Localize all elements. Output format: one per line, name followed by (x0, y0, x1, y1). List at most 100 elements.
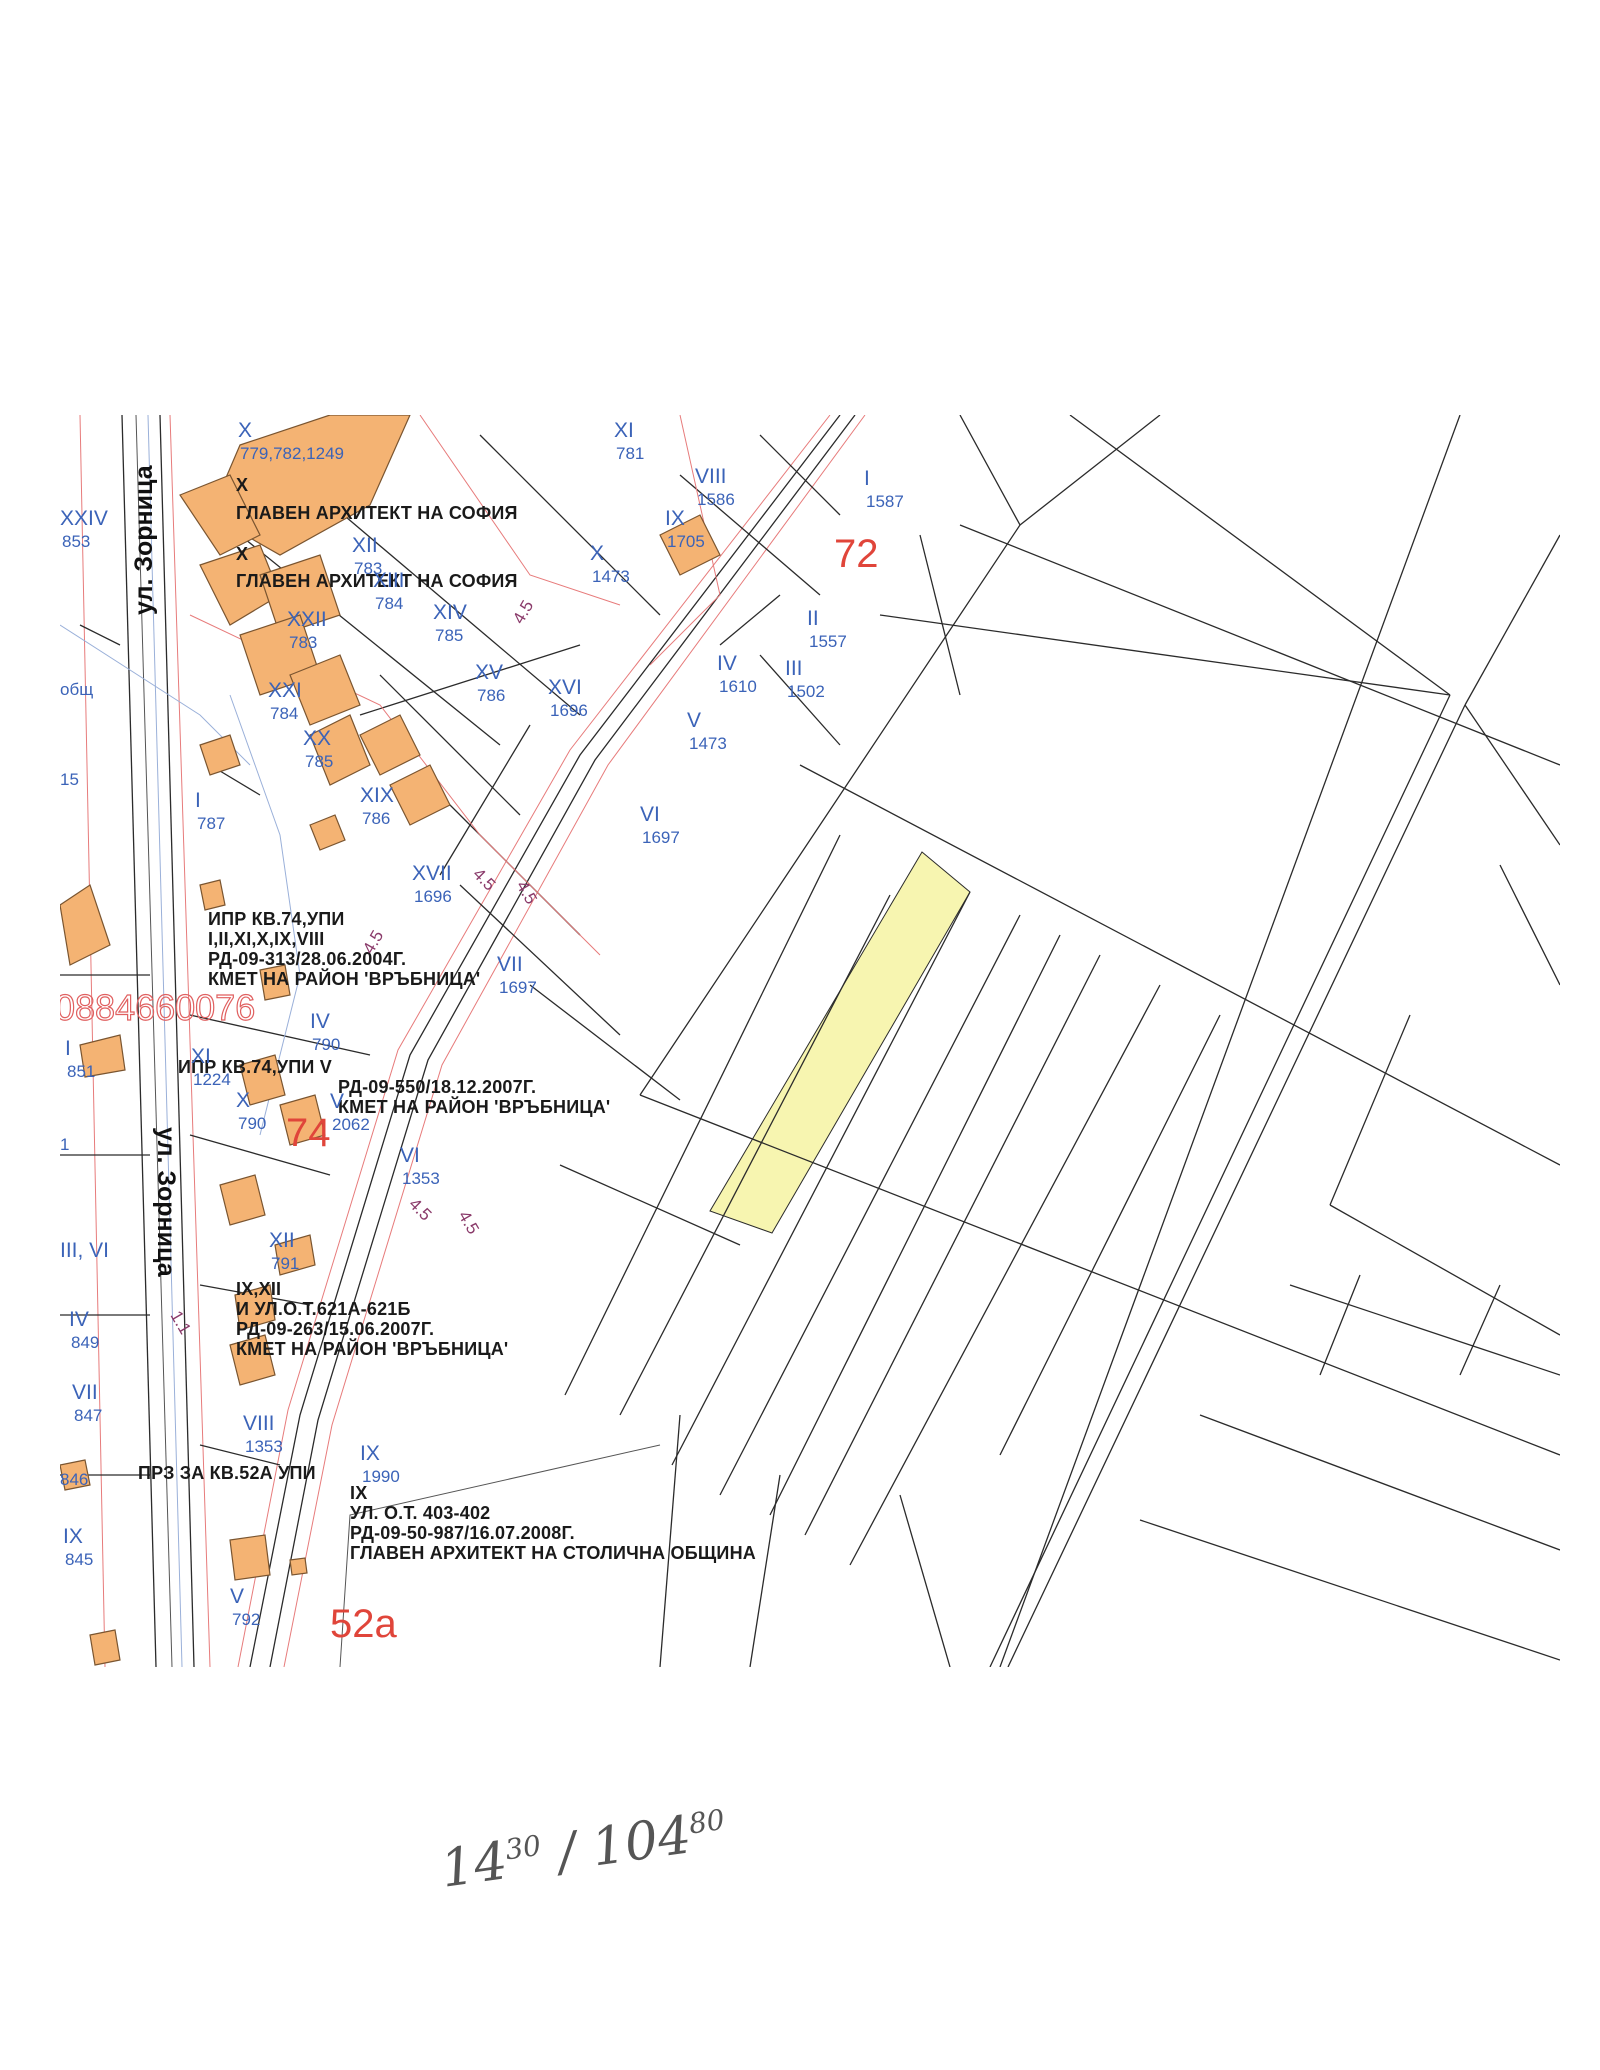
parcel-number: XII (352, 534, 378, 557)
street-name-top: ул. Зорница (130, 464, 158, 615)
svg-text:КМЕТ НА РАЙОН 'ВРЪБНИЦА': КМЕТ НА РАЙОН 'ВРЪБНИЦА' (338, 1096, 610, 1117)
parcel-id: 786 (362, 809, 390, 828)
svg-text:IX: IX (350, 1483, 367, 1503)
parcel-number: XI (614, 419, 634, 442)
parcel-number: III (785, 657, 803, 680)
svg-text:ПРЗ ЗА КВ.52А УПИ: ПРЗ ЗА КВ.52А УПИ (138, 1463, 316, 1483)
parcel-id: 1502 (787, 682, 825, 701)
parcel-number: I (65, 1037, 71, 1060)
parcel-number: VIII (695, 465, 727, 488)
parcel-id: 784 (270, 704, 298, 723)
parcel-id: 1696 (550, 701, 588, 720)
edge-fragment: 1 (60, 1135, 69, 1154)
parcel-number: IX (360, 1442, 380, 1465)
parcel-id: 845 (65, 1550, 93, 1569)
parcel-id: 781 (616, 444, 644, 463)
parcel-id: 1705 (667, 532, 705, 551)
parcel-number: XVII (412, 862, 452, 885)
svg-text:РД-09-50-987/16.07.2008Г.: РД-09-50-987/16.07.2008Г. (350, 1523, 575, 1543)
parcel-id: 2062 (332, 1115, 370, 1134)
annotation-ipr-2: ИПР КВ.74,УПИ V РД-09-550/18.12.2007Г. К… (178, 1057, 610, 1117)
annotation-arch-1: X ГЛАВЕН АРХИТЕКТ НА СОФИЯ (236, 475, 518, 523)
parcel-number: V (330, 1090, 344, 1113)
parcel-id: 1353 (402, 1169, 440, 1188)
parcel-id: 792 (232, 1610, 260, 1629)
svg-text:I,II,XI,X,IX,VIII: I,II,XI,X,IX,VIII (208, 929, 324, 949)
parcel-number: I (195, 789, 201, 812)
parcel-number: V (687, 709, 701, 732)
parcel-id: 785 (305, 752, 333, 771)
dimension-mark: 4.5 (509, 597, 537, 627)
svg-text:УЛ. О.Т. 403-402: УЛ. О.Т. 403-402 (350, 1503, 490, 1523)
parcel-id: 785 (435, 626, 463, 645)
main-street (79, 415, 211, 1667)
parcel-number: XXII (287, 608, 327, 631)
parcel-id: 779,782,1249 (240, 444, 344, 463)
parcel-number: VII (72, 1381, 98, 1404)
svg-text:ГЛАВЕН АРХИТЕКТ НА СТОЛИЧНА ОБ: ГЛАВЕН АРХИТЕКТ НА СТОЛИЧНА ОБЩИНА (350, 1543, 756, 1563)
parcel-number: II (807, 607, 819, 630)
parcel-id: 786 (477, 686, 505, 705)
parcel-id: 784 (375, 594, 403, 613)
parcel-number: III, VI (60, 1239, 109, 1262)
parcel-id: 853 (62, 532, 90, 551)
svg-text:РД-09-263/15.06.2007Г.: РД-09-263/15.06.2007Г. (236, 1319, 434, 1339)
parcel-number: I (864, 467, 870, 490)
parcel-id: 851 (67, 1062, 95, 1081)
dimension-mark: 4.5 (405, 1194, 435, 1224)
svg-text:КМЕТ НА РАЙОН 'ВРЪБНИЦА': КМЕТ НА РАЙОН 'ВРЪБНИЦА' (236, 1338, 508, 1359)
parcel-id: 1697 (499, 978, 537, 997)
parcel-id: 791 (271, 1254, 299, 1273)
cadastral-map[interactable]: 72 74 52а ул. Зорница ул. Зорница 088466… (60, 415, 1560, 1667)
parcel-id: 847 (74, 1406, 102, 1425)
parcel-number: XI (191, 1045, 211, 1068)
block-label-72: 72 (834, 532, 879, 576)
handwritten-note: 1430 / 10480 (437, 1802, 727, 1900)
map-canvas: 72 74 52а ул. Зорница ул. Зорница 088466… (60, 415, 1560, 1667)
parcel-number: V (230, 1585, 244, 1608)
svg-text:X: X (236, 544, 248, 564)
parcel-number: IV (69, 1308, 89, 1331)
parcel-number: VI (400, 1144, 420, 1167)
annotation-ipr-3: IX,XII И УЛ.О.Т.621А-621Б РД-09-263/15.0… (236, 1279, 508, 1359)
svg-text:РД-09-550/18.12.2007Г.: РД-09-550/18.12.2007Г. (338, 1077, 536, 1097)
svg-text:ГЛАВЕН АРХИТЕКТ НА СОФИЯ: ГЛАВЕН АРХИТЕКТ НА СОФИЯ (236, 503, 518, 523)
dimension-mark: 4.5 (455, 1208, 483, 1238)
parcel-id: 1697 (642, 828, 680, 847)
parcel-id: 1696 (414, 887, 452, 906)
right-road (989, 415, 1560, 1667)
buildings (60, 415, 721, 1666)
parcel-id: 790 (238, 1114, 266, 1133)
parcel-id: 1610 (719, 677, 757, 696)
parcel-number: XVI (548, 676, 582, 699)
svg-text:ГЛАВЕН АРХИТЕКТ НА СОФИЯ: ГЛАВЕН АРХИТЕКТ НА СОФИЯ (236, 571, 518, 591)
parcel-number: VI (640, 803, 660, 826)
annotation-arch-2: X ГЛАВЕН АРХИТЕКТ НА СОФИЯ (236, 544, 518, 591)
svg-text:ИПР КВ.74,УПИ: ИПР КВ.74,УПИ (208, 909, 345, 929)
svg-text:КМЕТ НА РАЙОН 'ВРЪБНИЦА': КМЕТ НА РАЙОН 'ВРЪБНИЦА' (208, 968, 480, 989)
parcel-number: XV (475, 661, 503, 684)
parcel-number: IV (717, 652, 737, 675)
parcel-id: 787 (197, 814, 225, 833)
parcel-id: 783 (289, 633, 317, 652)
block-label-52a: 52а (330, 1602, 397, 1646)
parcel-number: XX (303, 727, 331, 750)
parcel-number: IV (310, 1010, 330, 1033)
parcel-number: X (236, 1089, 250, 1112)
highlighted-parcel[interactable] (709, 851, 971, 1234)
svg-text:IX,XII: IX,XII (236, 1279, 281, 1299)
svg-text:И УЛ.О.Т.621А-621Б: И УЛ.О.Т.621А-621Б (236, 1299, 411, 1319)
parcel-number: XXIV (60, 507, 108, 530)
phone-watermark: 0884660076 (60, 987, 255, 1028)
parcel-number: XIX (360, 784, 394, 807)
parcel-number: XII (269, 1229, 295, 1252)
dimension-mark: 1.1 (167, 1308, 195, 1338)
parcel-id: 790 (312, 1035, 340, 1054)
parcel-id: 1353 (245, 1437, 283, 1456)
parcel-number: X (238, 419, 252, 442)
parcel-id: 1473 (592, 567, 630, 586)
parcel-id: 1557 (809, 632, 847, 651)
dimension-mark: 4.5 (513, 878, 541, 908)
parcel-number: X (590, 542, 604, 565)
parcel-id: 1587 (866, 492, 904, 511)
